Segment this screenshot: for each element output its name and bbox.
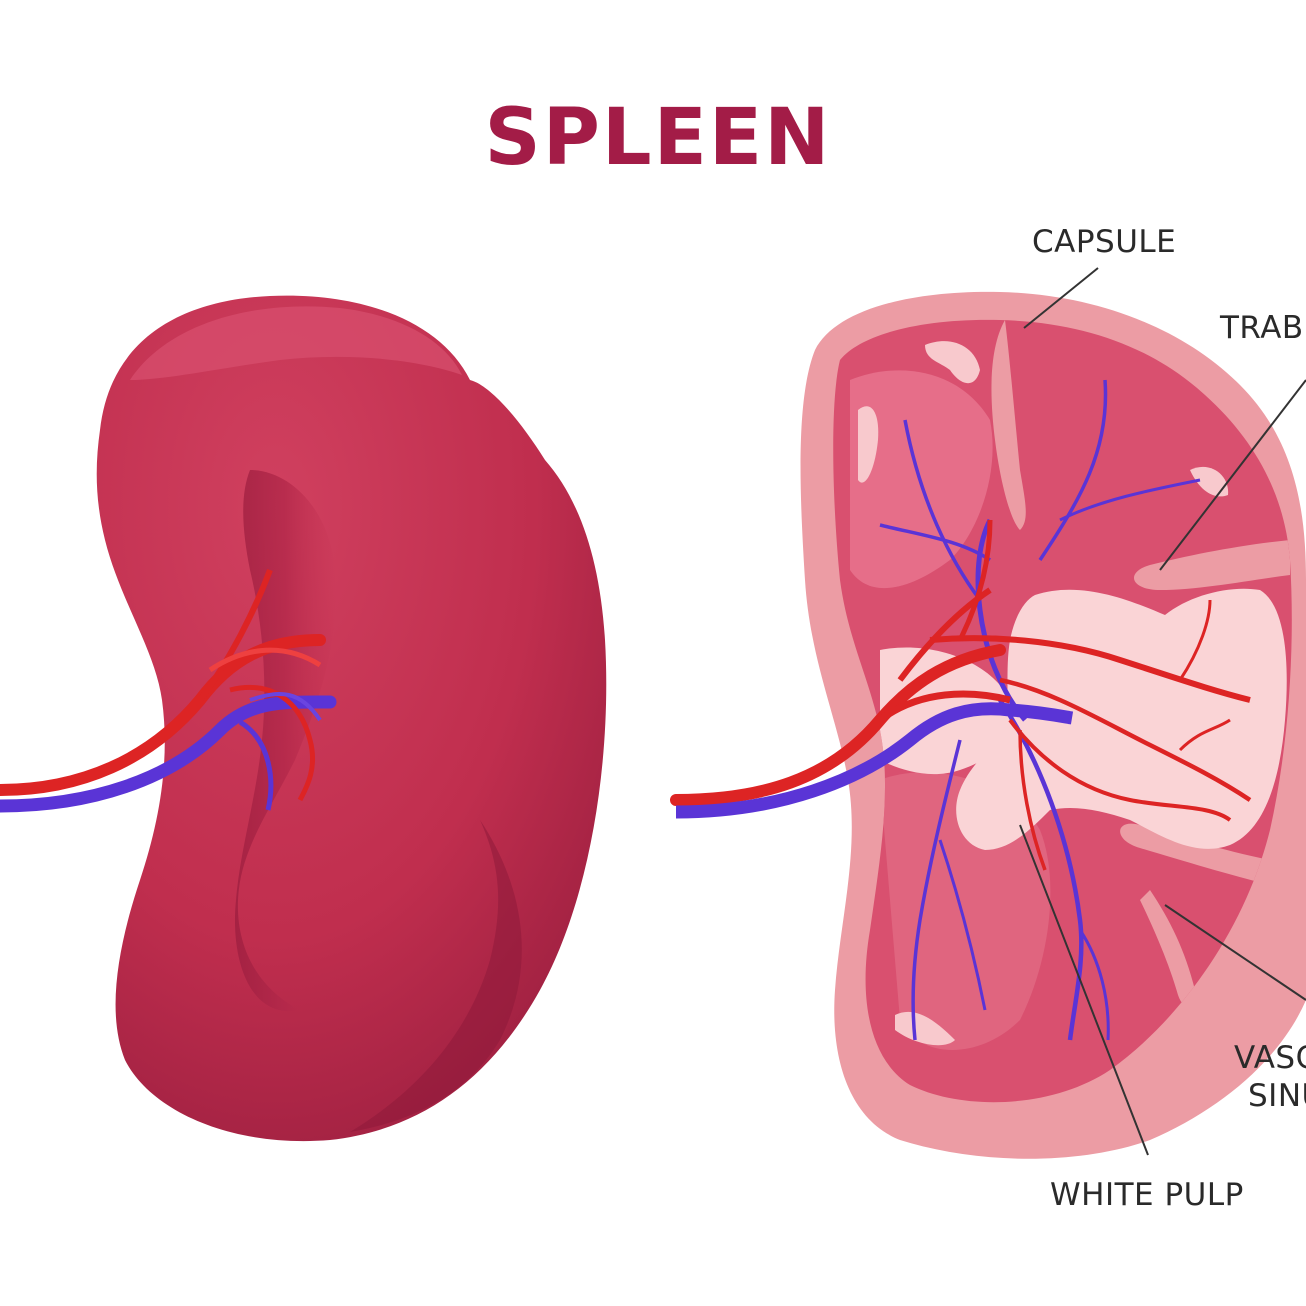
artery-internal-3 bbox=[957, 519, 993, 642]
spleen-external-view bbox=[0, 295, 607, 1142]
trabecula-highlight-2 bbox=[858, 406, 879, 483]
trabecula-highlight-3 bbox=[1190, 466, 1229, 497]
leader-white-pulp bbox=[1019, 824, 1149, 1156]
leader-capsule bbox=[1023, 267, 1099, 329]
spleen-cross-section bbox=[670, 291, 1306, 1159]
vein-internal-6 bbox=[998, 698, 1084, 1041]
vein-internal-8 bbox=[1078, 929, 1110, 1041]
labels: CAPSULE TRABECULA VASCULAR SINUS WHITE P… bbox=[1019, 224, 1306, 1213]
vein-internal-7 bbox=[911, 739, 962, 1041]
vein-internal-5 bbox=[1059, 478, 1201, 522]
artery-internal-6 bbox=[1178, 718, 1231, 752]
leader-vascular-sinus bbox=[1164, 904, 1306, 1001]
label-trabecula: TRABECULA bbox=[1219, 310, 1306, 346]
vein-external-branch-2 bbox=[249, 692, 322, 722]
trabecula-2 bbox=[1133, 540, 1290, 590]
artery-external-main bbox=[0, 634, 326, 796]
trabecula-highlight-4 bbox=[895, 1011, 955, 1046]
artery-section-main bbox=[670, 644, 1006, 806]
vein-internal-3 bbox=[903, 419, 982, 602]
vein-internal-4 bbox=[1038, 379, 1108, 561]
artery-internal-2 bbox=[999, 677, 1252, 802]
label-capsule: CAPSULE bbox=[1032, 224, 1176, 260]
trabecula-highlight-1 bbox=[925, 341, 980, 384]
vein-internal-2 bbox=[879, 523, 991, 562]
artery-section-branch-2 bbox=[897, 587, 992, 682]
artery-internal-5 bbox=[1178, 599, 1212, 681]
artery-external-branch-2 bbox=[229, 684, 316, 802]
artery-internal-1 bbox=[929, 635, 1251, 703]
vein-internal-9 bbox=[938, 839, 987, 1011]
spleen-external-highlight bbox=[130, 306, 462, 380]
label-white-pulp: WHITE PULP bbox=[1050, 1177, 1244, 1213]
artery-section-branch bbox=[877, 690, 1011, 723]
vein-external-main bbox=[0, 695, 337, 813]
trabecula-4 bbox=[1140, 890, 1197, 1008]
vein-internal-1 bbox=[975, 518, 1027, 722]
label-vascular-line2: SINUS bbox=[1248, 1078, 1306, 1114]
vein-section-main bbox=[675, 702, 1074, 819]
spleen-shadow bbox=[350, 820, 522, 1132]
spleen-hilum bbox=[234, 470, 336, 1012]
artery-external-branch-3 bbox=[208, 647, 322, 673]
spleen-external-body bbox=[96, 295, 607, 1142]
trabecula-1 bbox=[991, 320, 1026, 530]
artery-internal-7 bbox=[1018, 729, 1047, 871]
vein-external-branch-1 bbox=[238, 719, 274, 811]
label-vascular-line1: VASCULAR bbox=[1234, 1040, 1306, 1076]
white-pulp-region bbox=[956, 588, 1287, 850]
artery-external-branch-1 bbox=[197, 568, 273, 702]
page-title: SPLEEN bbox=[485, 93, 832, 183]
trabecula-3 bbox=[1120, 823, 1270, 885]
artery-internal-4 bbox=[1008, 718, 1232, 822]
leader-trabecula bbox=[1159, 379, 1306, 571]
